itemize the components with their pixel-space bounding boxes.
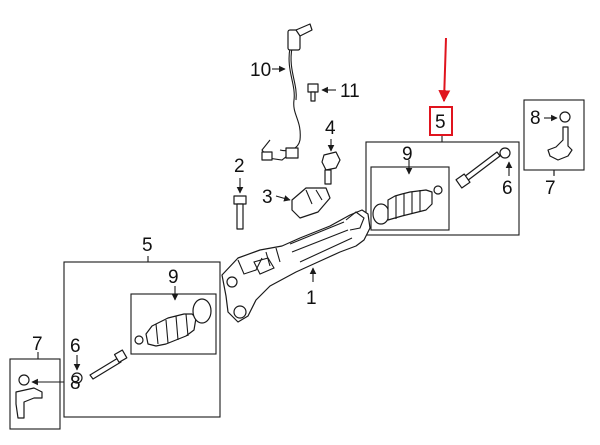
- highlighted-callout-5: 5: [429, 37, 453, 136]
- right-inner-tie-rod-part: [455, 147, 511, 189]
- callout-4: 4: [325, 118, 336, 139]
- right-tie-rod-end-part: [547, 111, 573, 161]
- bolt-4-group: 4: [321, 118, 341, 185]
- right-boot-part: [372, 185, 443, 225]
- right-boot-kit-box: [370, 166, 450, 231]
- left-kit-box: [63, 261, 221, 418]
- callout-9-right: 9: [402, 144, 413, 165]
- wiring-harness-group: 10: [250, 23, 313, 161]
- callout-6-right: 6: [502, 178, 513, 199]
- red-arrow-down-icon: [438, 37, 451, 103]
- right-outer-tie-rod-group: 8 7: [523, 99, 585, 199]
- left-boot-part: [134, 298, 212, 347]
- callout-10: 10: [250, 60, 271, 81]
- callout-2: 2: [234, 156, 245, 177]
- right-inner-tie-rod-kit-group: 9 6: [365, 136, 520, 236]
- bracket-3-group: 3: [262, 187, 331, 219]
- left-outer-tie-rod-box: [9, 358, 61, 430]
- left-inner-tie-rod-part: [71, 349, 128, 384]
- bolt-2-group: 2: [233, 156, 247, 230]
- callout-7-right: 7: [545, 178, 556, 199]
- callout-5-highlight-box: [429, 106, 453, 136]
- left-inner-tie-rod-kit-group: 5 9 6: [63, 235, 221, 418]
- bolt-11-group: 11: [307, 81, 360, 102]
- callout-5-left: 5: [142, 235, 153, 256]
- callout-3: 3: [262, 187, 273, 208]
- callout-6-left: 6: [70, 336, 81, 357]
- callout-1: 1: [306, 288, 317, 309]
- callout-8-left: 8: [70, 373, 81, 394]
- left-tie-rod-end-part: [15, 374, 43, 419]
- callout-9-left: 9: [168, 267, 179, 288]
- callout-11: 11: [340, 81, 360, 102]
- left-boot-kit-box: [130, 293, 217, 355]
- left-outer-tie-rod-group: 7 8: [9, 334, 81, 430]
- callout-8-right: 8: [530, 108, 541, 129]
- callout-7-left: 7: [32, 334, 43, 355]
- steering-gear-part: 1: [221, 209, 371, 323]
- callout-5-highlight: 5: [435, 112, 446, 133]
